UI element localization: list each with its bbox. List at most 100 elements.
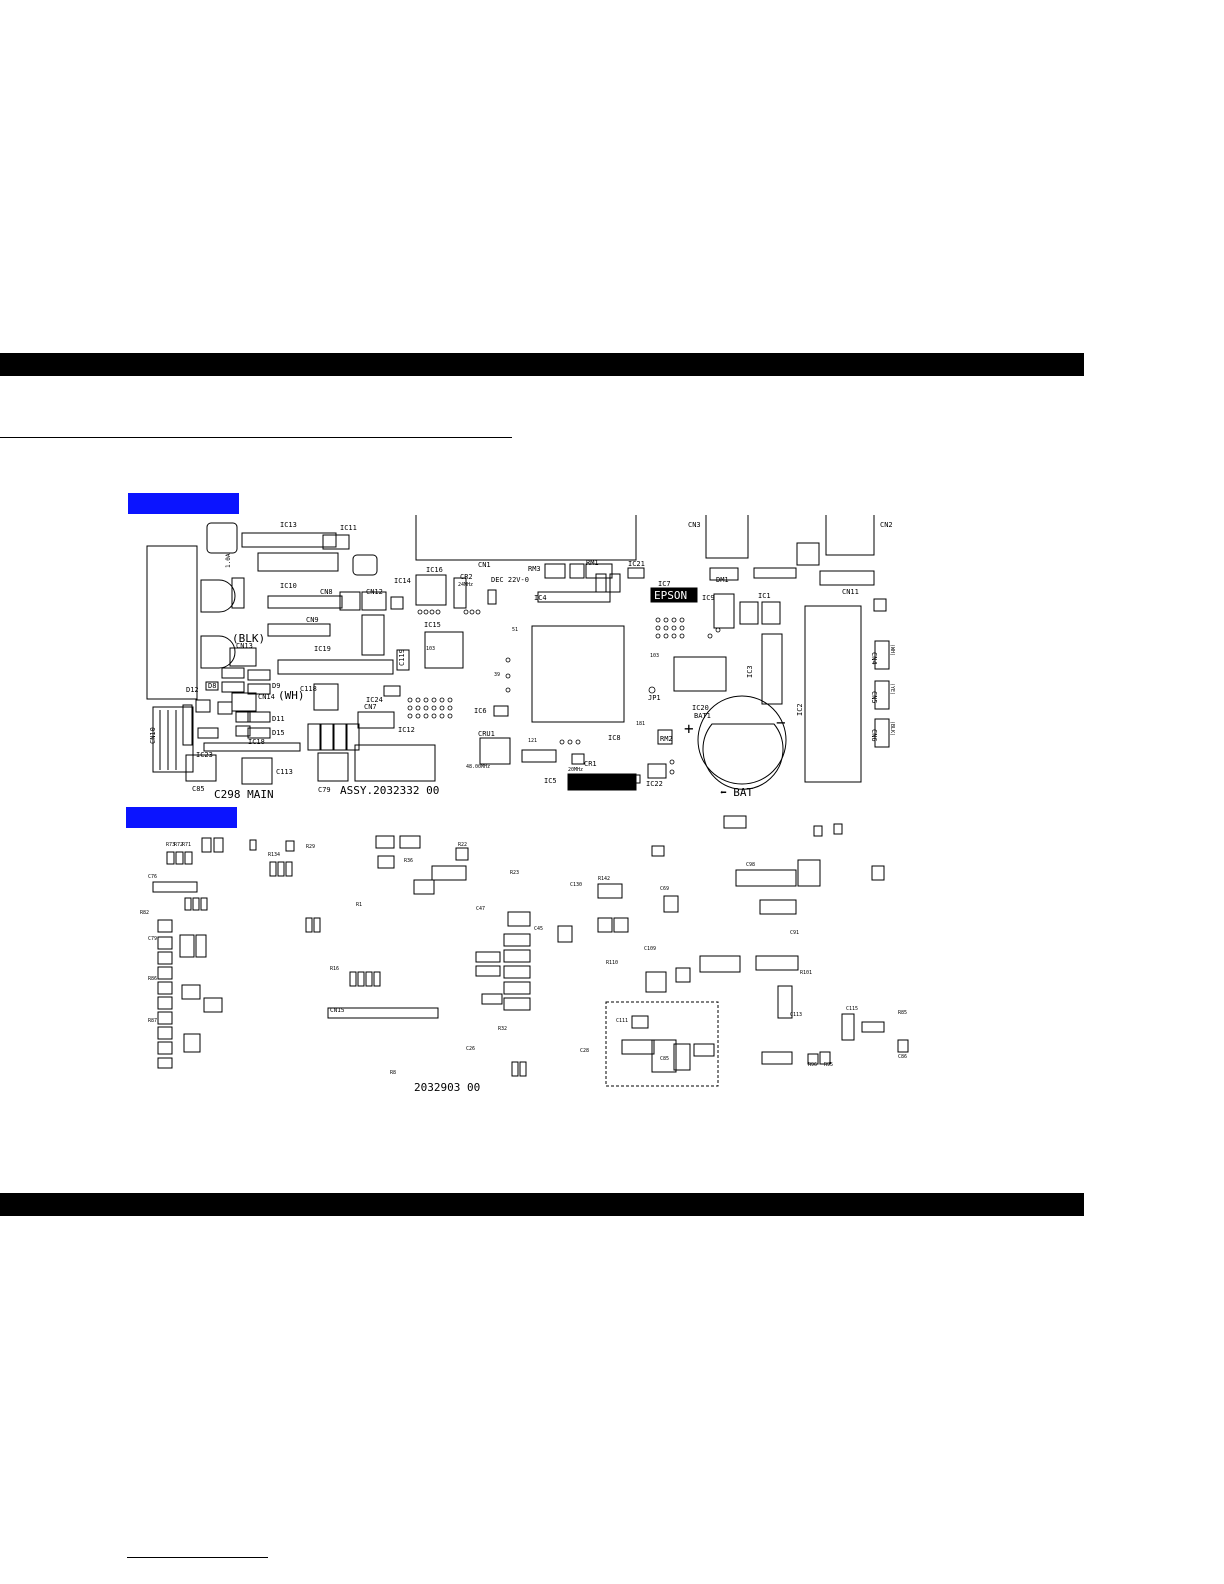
- pin-39: 39: [494, 672, 500, 678]
- r73-label: R73: [166, 842, 175, 848]
- battery-plus: +: [684, 719, 694, 738]
- c91-label: C91: [790, 930, 799, 936]
- r86-label: C79: [148, 936, 157, 942]
- ic4-label: IC4: [534, 594, 547, 602]
- c45-label: C45: [534, 926, 543, 932]
- r101-label: R101: [800, 970, 812, 976]
- pin-121: 121: [528, 738, 537, 744]
- main-board-big-labels: (BLK) (WH) EPSON C298 MAIN ASSY.2032332 …: [214, 589, 786, 801]
- ic6-label: IC6: [474, 707, 487, 715]
- ic7-label: IC7: [658, 580, 671, 588]
- ic12-label: IC12: [398, 726, 415, 734]
- sub-board: [152, 815, 909, 1087]
- r23-label: R23: [510, 870, 519, 876]
- cn14-label: CN14: [258, 693, 275, 701]
- dashed-component-area: [605, 1001, 719, 1087]
- c115-label: R96: [808, 1062, 817, 1068]
- rm2-label: RM2: [660, 735, 673, 743]
- c79-cap: [317, 752, 349, 782]
- ic24-label: IC24: [366, 696, 383, 704]
- c118-label: C118: [300, 685, 317, 693]
- c112-label: R95: [824, 1062, 833, 1068]
- cru1-label: CRU1: [478, 730, 495, 738]
- cn13-color-label: (BLK): [232, 632, 265, 645]
- d11-label: D11: [272, 715, 285, 723]
- r16-label: R16: [330, 966, 339, 972]
- ic5-label: IC5: [544, 777, 557, 785]
- bat1-label: BAT1: [694, 712, 711, 720]
- board-name-label: C298 MAIN: [214, 788, 274, 801]
- pad-dots: [407, 609, 721, 775]
- c26-label: C26: [466, 1046, 475, 1052]
- cn10-label: CN10: [149, 727, 157, 744]
- d15-label: D15: [272, 729, 285, 737]
- cn15-label: CN15: [330, 1007, 345, 1014]
- cn12-label: CN12: [366, 588, 383, 596]
- ic14-label: IC14: [394, 577, 411, 585]
- r82-label: R82: [140, 910, 149, 916]
- r117-label: C69: [660, 886, 669, 892]
- r144-label: R110: [606, 960, 618, 966]
- pin-181: 181: [636, 721, 645, 727]
- main-board-labels: IC13 IC11 IC16 IC21 IC14 IC15 IC10 IC19 …: [149, 521, 895, 794]
- cn1-outline: [415, 515, 637, 561]
- cn6-label: CN6: [870, 729, 878, 742]
- ic19-outline: [267, 623, 331, 637]
- c47-label: C47: [476, 906, 485, 912]
- r112-label: C115: [846, 1006, 858, 1012]
- cn5-color-label: (YE): [889, 683, 895, 695]
- c113-cap: [241, 757, 273, 785]
- r72-label: R72: [174, 842, 183, 848]
- epson-label: EPSON: [654, 589, 687, 602]
- bottom-section-bar: [0, 1193, 1084, 1216]
- ic8-label: IC8: [608, 734, 621, 742]
- sub-board-labels: R73 R72 R71 C76 C79 R86 R87 R82 R134 R29…: [140, 842, 907, 1076]
- cn13-label: CN13: [236, 642, 253, 650]
- date-code-label: DEC 22V-0: [491, 576, 529, 584]
- cn5-label: CN5: [870, 691, 878, 704]
- cn14-color-label: (WH): [278, 689, 305, 702]
- r29-label: R29: [306, 844, 315, 850]
- ic20-label: IC20: [692, 704, 709, 712]
- cr1-freq-label: 20MHz: [568, 767, 583, 773]
- r88-label: R87: [148, 1018, 157, 1024]
- ic9-label: IC9: [702, 594, 715, 602]
- c87-cap: [206, 522, 238, 554]
- q4-outline: [200, 635, 236, 669]
- c85-label: C85: [192, 785, 205, 793]
- cru1-freq-label: 48.00MHz: [466, 764, 490, 770]
- cn9-label: CN9: [306, 616, 319, 624]
- q3-outline: [200, 579, 236, 613]
- sub-board-big-labels: 2032903 00: [414, 1081, 480, 1094]
- r55-label: C85: [660, 1056, 669, 1062]
- sub-assembly-label: 2032903 00: [414, 1081, 480, 1094]
- jp1-label: JP1: [648, 694, 661, 702]
- sub-board-callout: [126, 807, 237, 828]
- ic16-label: IC16: [426, 566, 443, 574]
- c113-label: C113: [276, 768, 293, 776]
- ic10-label: IC10: [280, 582, 297, 590]
- pin-51: 51: [512, 627, 518, 633]
- c79-label: C79: [318, 786, 331, 794]
- ic21-label: IC21: [628, 560, 645, 568]
- c28-label: C28: [580, 1048, 589, 1054]
- ic23-label: IC23: [196, 751, 213, 759]
- r85-label: R85: [898, 1010, 907, 1016]
- r127-label: C111: [616, 1018, 628, 1024]
- rm1-label: RM1: [586, 559, 599, 567]
- r98-label: C130: [570, 882, 582, 888]
- r32-label: R32: [498, 1026, 507, 1032]
- battery-minus: −: [776, 713, 786, 732]
- d9-label: D9: [272, 682, 280, 690]
- ic2-label: IC2: [796, 703, 804, 716]
- r36-label: R36: [404, 858, 413, 864]
- label-redaction-bar: [567, 773, 637, 791]
- pin-103-b: 103: [650, 653, 659, 659]
- ic1-label: IC1: [758, 592, 771, 600]
- d12-label: D12: [186, 686, 199, 694]
- bat-arrow-label: ⬅ BAT: [720, 786, 753, 799]
- ic10-outline: [267, 595, 343, 609]
- cr2-freq-label: 24MHz: [458, 582, 473, 588]
- cn6-color-label: (BLK): [889, 721, 895, 736]
